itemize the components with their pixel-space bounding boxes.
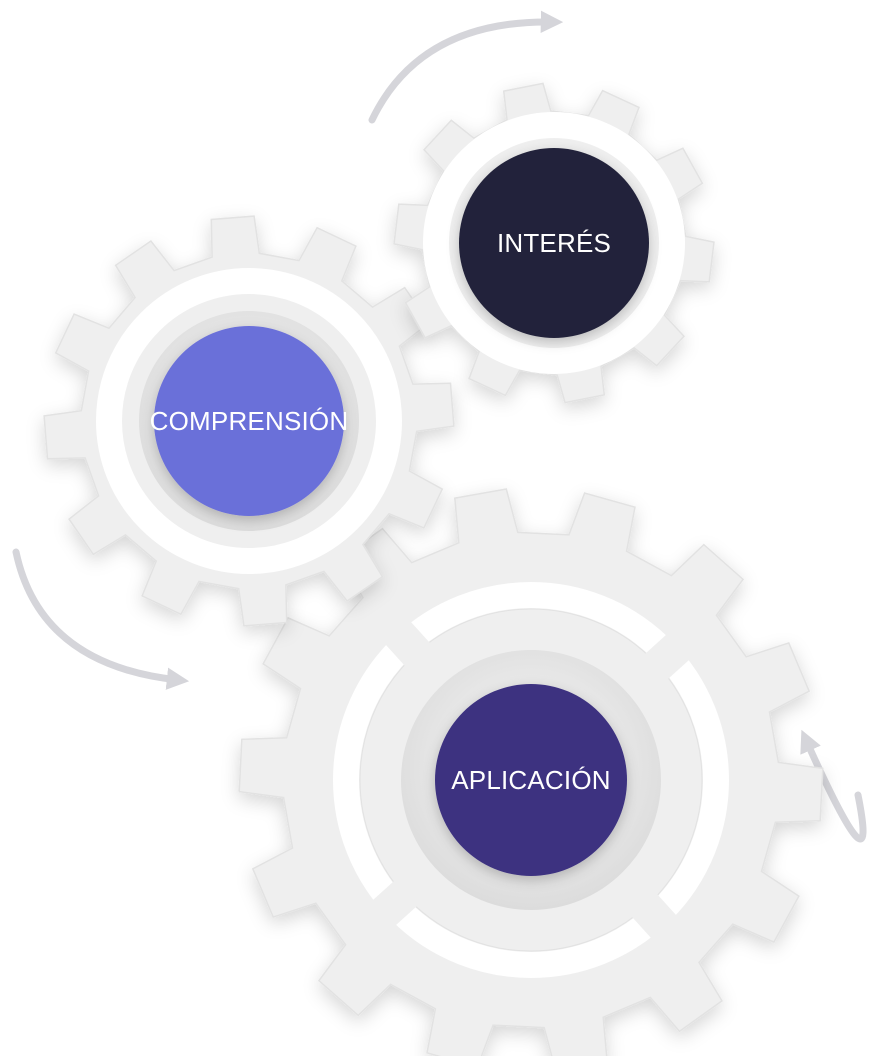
gear-aplicacion-spoke: [367, 878, 421, 931]
gear-interes-inner-ring: [423, 112, 685, 374]
hub-interes: INTERÉS: [459, 148, 649, 338]
rotation-arrow-top: [368, 10, 564, 124]
gear-aplicacion-spoke: [380, 616, 433, 670]
gear-aplicacion-inner-ring: [333, 582, 729, 978]
gear-comprension-inner-ring: [96, 268, 402, 574]
rotation-arrow-left: [12, 548, 190, 690]
gear-aplicacion-spoke: [629, 890, 682, 944]
label-aplicacion: APLICACIÓN: [451, 765, 611, 795]
label-comprension: COMPRENSIÓN: [150, 406, 349, 436]
hub-comprension: COMPRENSIÓN: [139, 311, 359, 531]
hub-aplicacion: APLICACIÓN: [401, 650, 661, 910]
label-interes: INTERÉS: [497, 228, 611, 258]
gear-aplicacion-spoke: [641, 629, 695, 682]
